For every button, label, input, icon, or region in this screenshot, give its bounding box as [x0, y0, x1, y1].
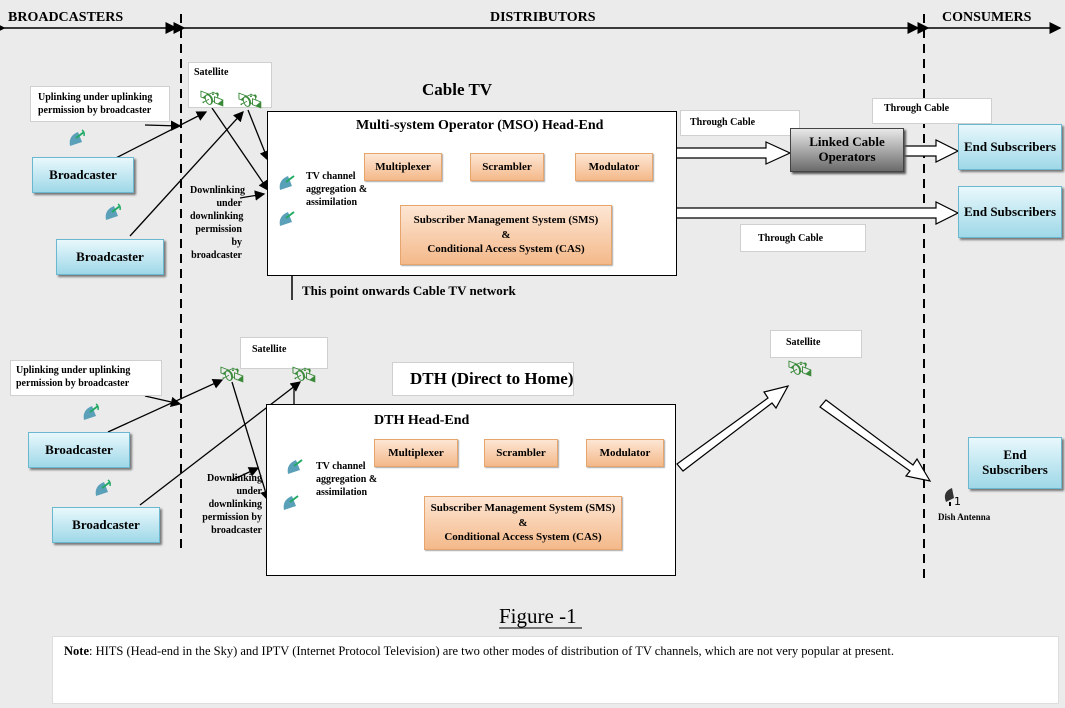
uplink-label-cable: Uplinking under uplinking permission by …: [38, 92, 153, 116]
dth-title: DTH (Direct to Home): [410, 369, 574, 388]
through-cable-box: [680, 110, 800, 136]
mso-headend-title: Multi-system Operator (MSO) Head-End: [356, 118, 604, 133]
multiplexer-box: Multiplexer: [364, 153, 442, 181]
dish-icon: [95, 479, 111, 496]
through-cable-label: Through Cable: [690, 117, 756, 128]
cable-network-note: This point onwards Cable TV network: [302, 283, 516, 298]
through-cable-box: [872, 98, 992, 124]
satellite-icon: 🛰: [198, 86, 226, 111]
aggregation-label-cable: TV channel aggregation & assimilation: [306, 171, 368, 208]
uplink-label-box: [10, 360, 162, 396]
dish-antenna-icon: 1: [944, 488, 961, 506]
through-cable-label: Through Cable: [884, 103, 950, 114]
satellite-icon: 🛰: [218, 362, 246, 387]
broadcaster-box: Broadcaster: [32, 157, 134, 193]
end-subscribers-box: End Subscribers: [968, 437, 1062, 489]
cable-tv-title: Cable TV: [422, 80, 493, 99]
end-subscribers-box: End Subscribers: [958, 124, 1062, 170]
scrambler-box: Scrambler: [470, 153, 544, 181]
scrambler-box: Scrambler: [484, 439, 558, 467]
dish-icon: [279, 175, 295, 190]
linked-cable-operators-box: Linked Cable Operators: [790, 128, 904, 172]
satellite-box-dth: [240, 337, 328, 369]
consumer-satellite-label: Satellite: [786, 337, 821, 348]
dish-icon: [279, 211, 295, 226]
modulator-box: Modulator: [586, 439, 664, 467]
cas-label: Conditional Access System (CAS): [427, 243, 585, 256]
satellite-box-cable: [188, 62, 272, 108]
broadcaster-box: Broadcaster: [52, 507, 160, 543]
svg-text:1: 1: [954, 495, 961, 506]
amp-label: &: [518, 516, 528, 529]
through-cable-box: [740, 224, 866, 252]
satellite-icon: 🛰: [290, 362, 318, 387]
downlink-label-dth: Downlinking under downlinking permission…: [202, 473, 262, 536]
broadcaster-box: Broadcaster: [56, 239, 164, 275]
note-body: : HITS (Head-end in the Sky) and IPTV (I…: [89, 644, 894, 658]
satellite-label-cable: Satellite: [194, 67, 229, 78]
cas-label: Conditional Access System (CAS): [444, 531, 602, 544]
header-broadcasters: BROADCASTERS: [8, 10, 124, 25]
amp-label: &: [501, 228, 511, 241]
end-subscribers-box: End Subscribers: [958, 186, 1062, 238]
figure-caption: Figure -1: [499, 604, 577, 628]
note-text: Note: HITS (Head-end in the Sky) and IPT…: [64, 642, 1014, 660]
dish-icon: [105, 203, 121, 220]
header-distributors: DISTRIBUTORS: [490, 10, 596, 25]
consumer-satellite-box: [770, 330, 862, 358]
dish-icon: [287, 459, 303, 474]
sms-label: Subscriber Management System (SMS): [430, 501, 616, 514]
dth-headend-title: DTH Head-End: [374, 413, 470, 428]
uplink-label-box: [30, 86, 170, 122]
dish-icon: [283, 495, 299, 510]
satellite-icon: 🛰: [786, 356, 814, 381]
satellite-label-dth: Satellite: [252, 344, 287, 355]
dish-antenna-label: Dish Antenna: [938, 512, 991, 522]
broadcaster-box: Broadcaster: [28, 432, 130, 468]
note-label: Note: [64, 644, 89, 658]
modulator-box: Modulator: [575, 153, 653, 181]
satellite-icon: 🛰: [236, 88, 264, 113]
note-box: [52, 636, 1059, 704]
aggregation-label-dth: TV channel aggregation & assimilation: [316, 461, 378, 498]
uplink-label-dth: Uplinking under uplinking permission by …: [16, 365, 131, 389]
dish-icon: [69, 129, 85, 146]
sms-label: Subscriber Management System (SMS): [413, 213, 599, 226]
sms-cas-box: Subscriber Management System (SMS) & Con…: [424, 496, 622, 550]
header-consumers: CONSUMERS: [942, 10, 1032, 25]
dth-title-box: [392, 362, 574, 396]
downlink-label-cable: Downlinking under downlinking permission…: [190, 185, 246, 261]
through-cable-label: Through Cable: [758, 233, 824, 244]
multiplexer-box: Multiplexer: [374, 439, 458, 467]
sms-cas-box: Subscriber Management System (SMS) & Con…: [400, 205, 612, 265]
dish-icon: [83, 403, 99, 420]
